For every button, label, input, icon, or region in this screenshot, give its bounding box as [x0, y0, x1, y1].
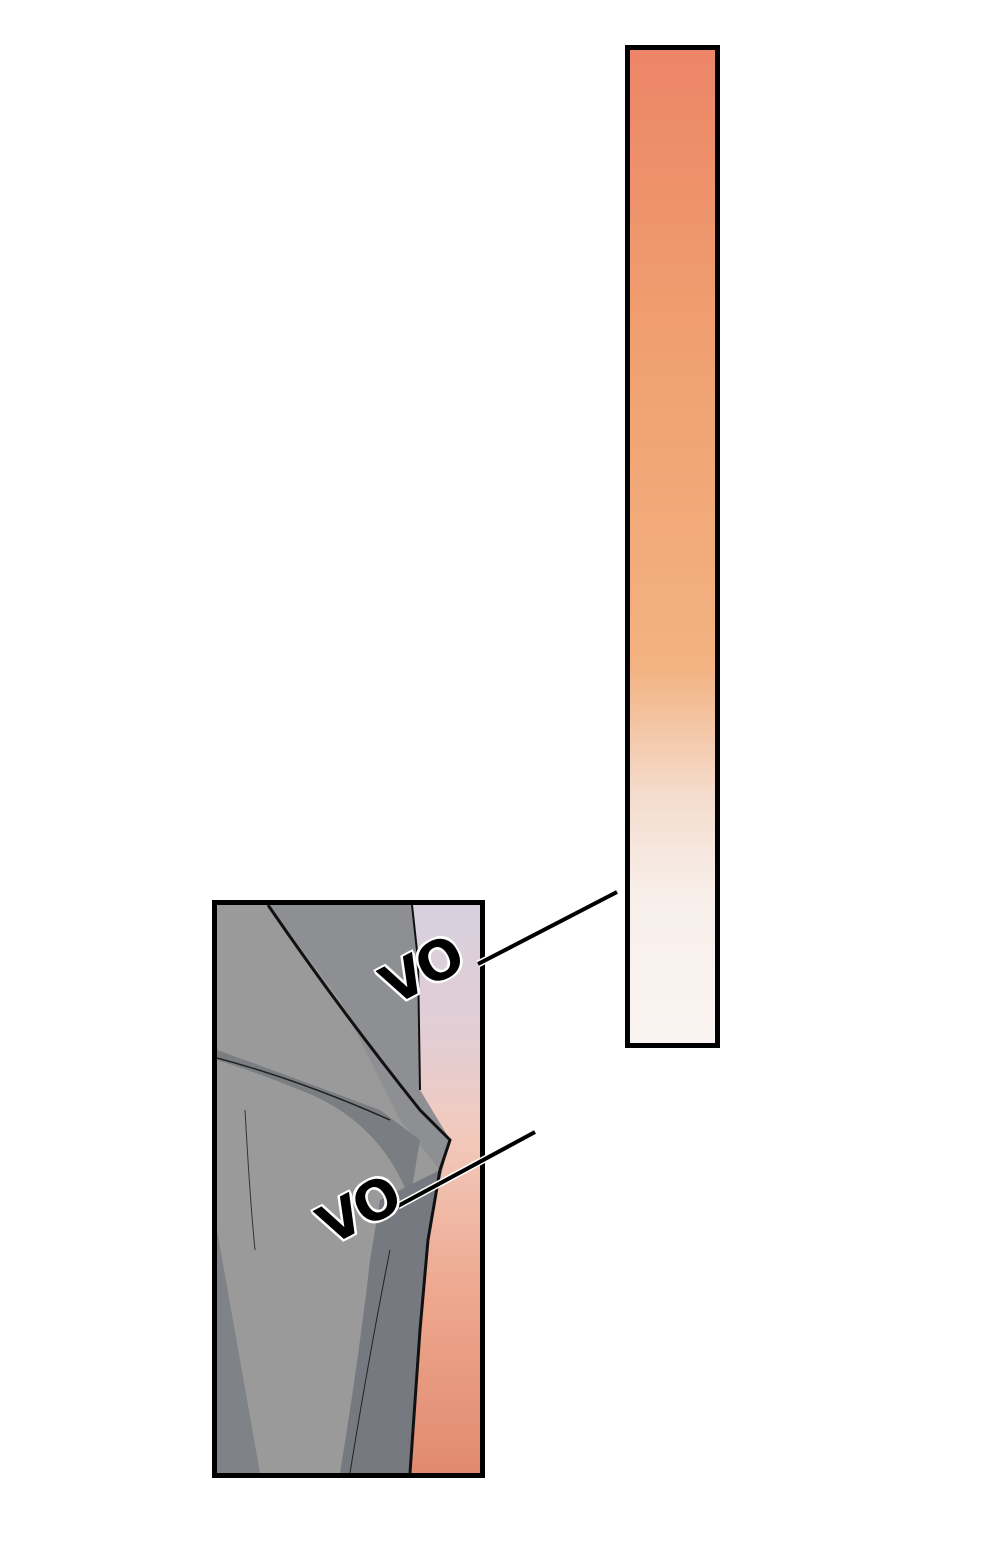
bottom-panel: [212, 900, 485, 1478]
top-panel: [625, 45, 720, 1048]
sfx-line-bottom: [396, 1128, 537, 1210]
sfx-line-top: [476, 888, 619, 968]
